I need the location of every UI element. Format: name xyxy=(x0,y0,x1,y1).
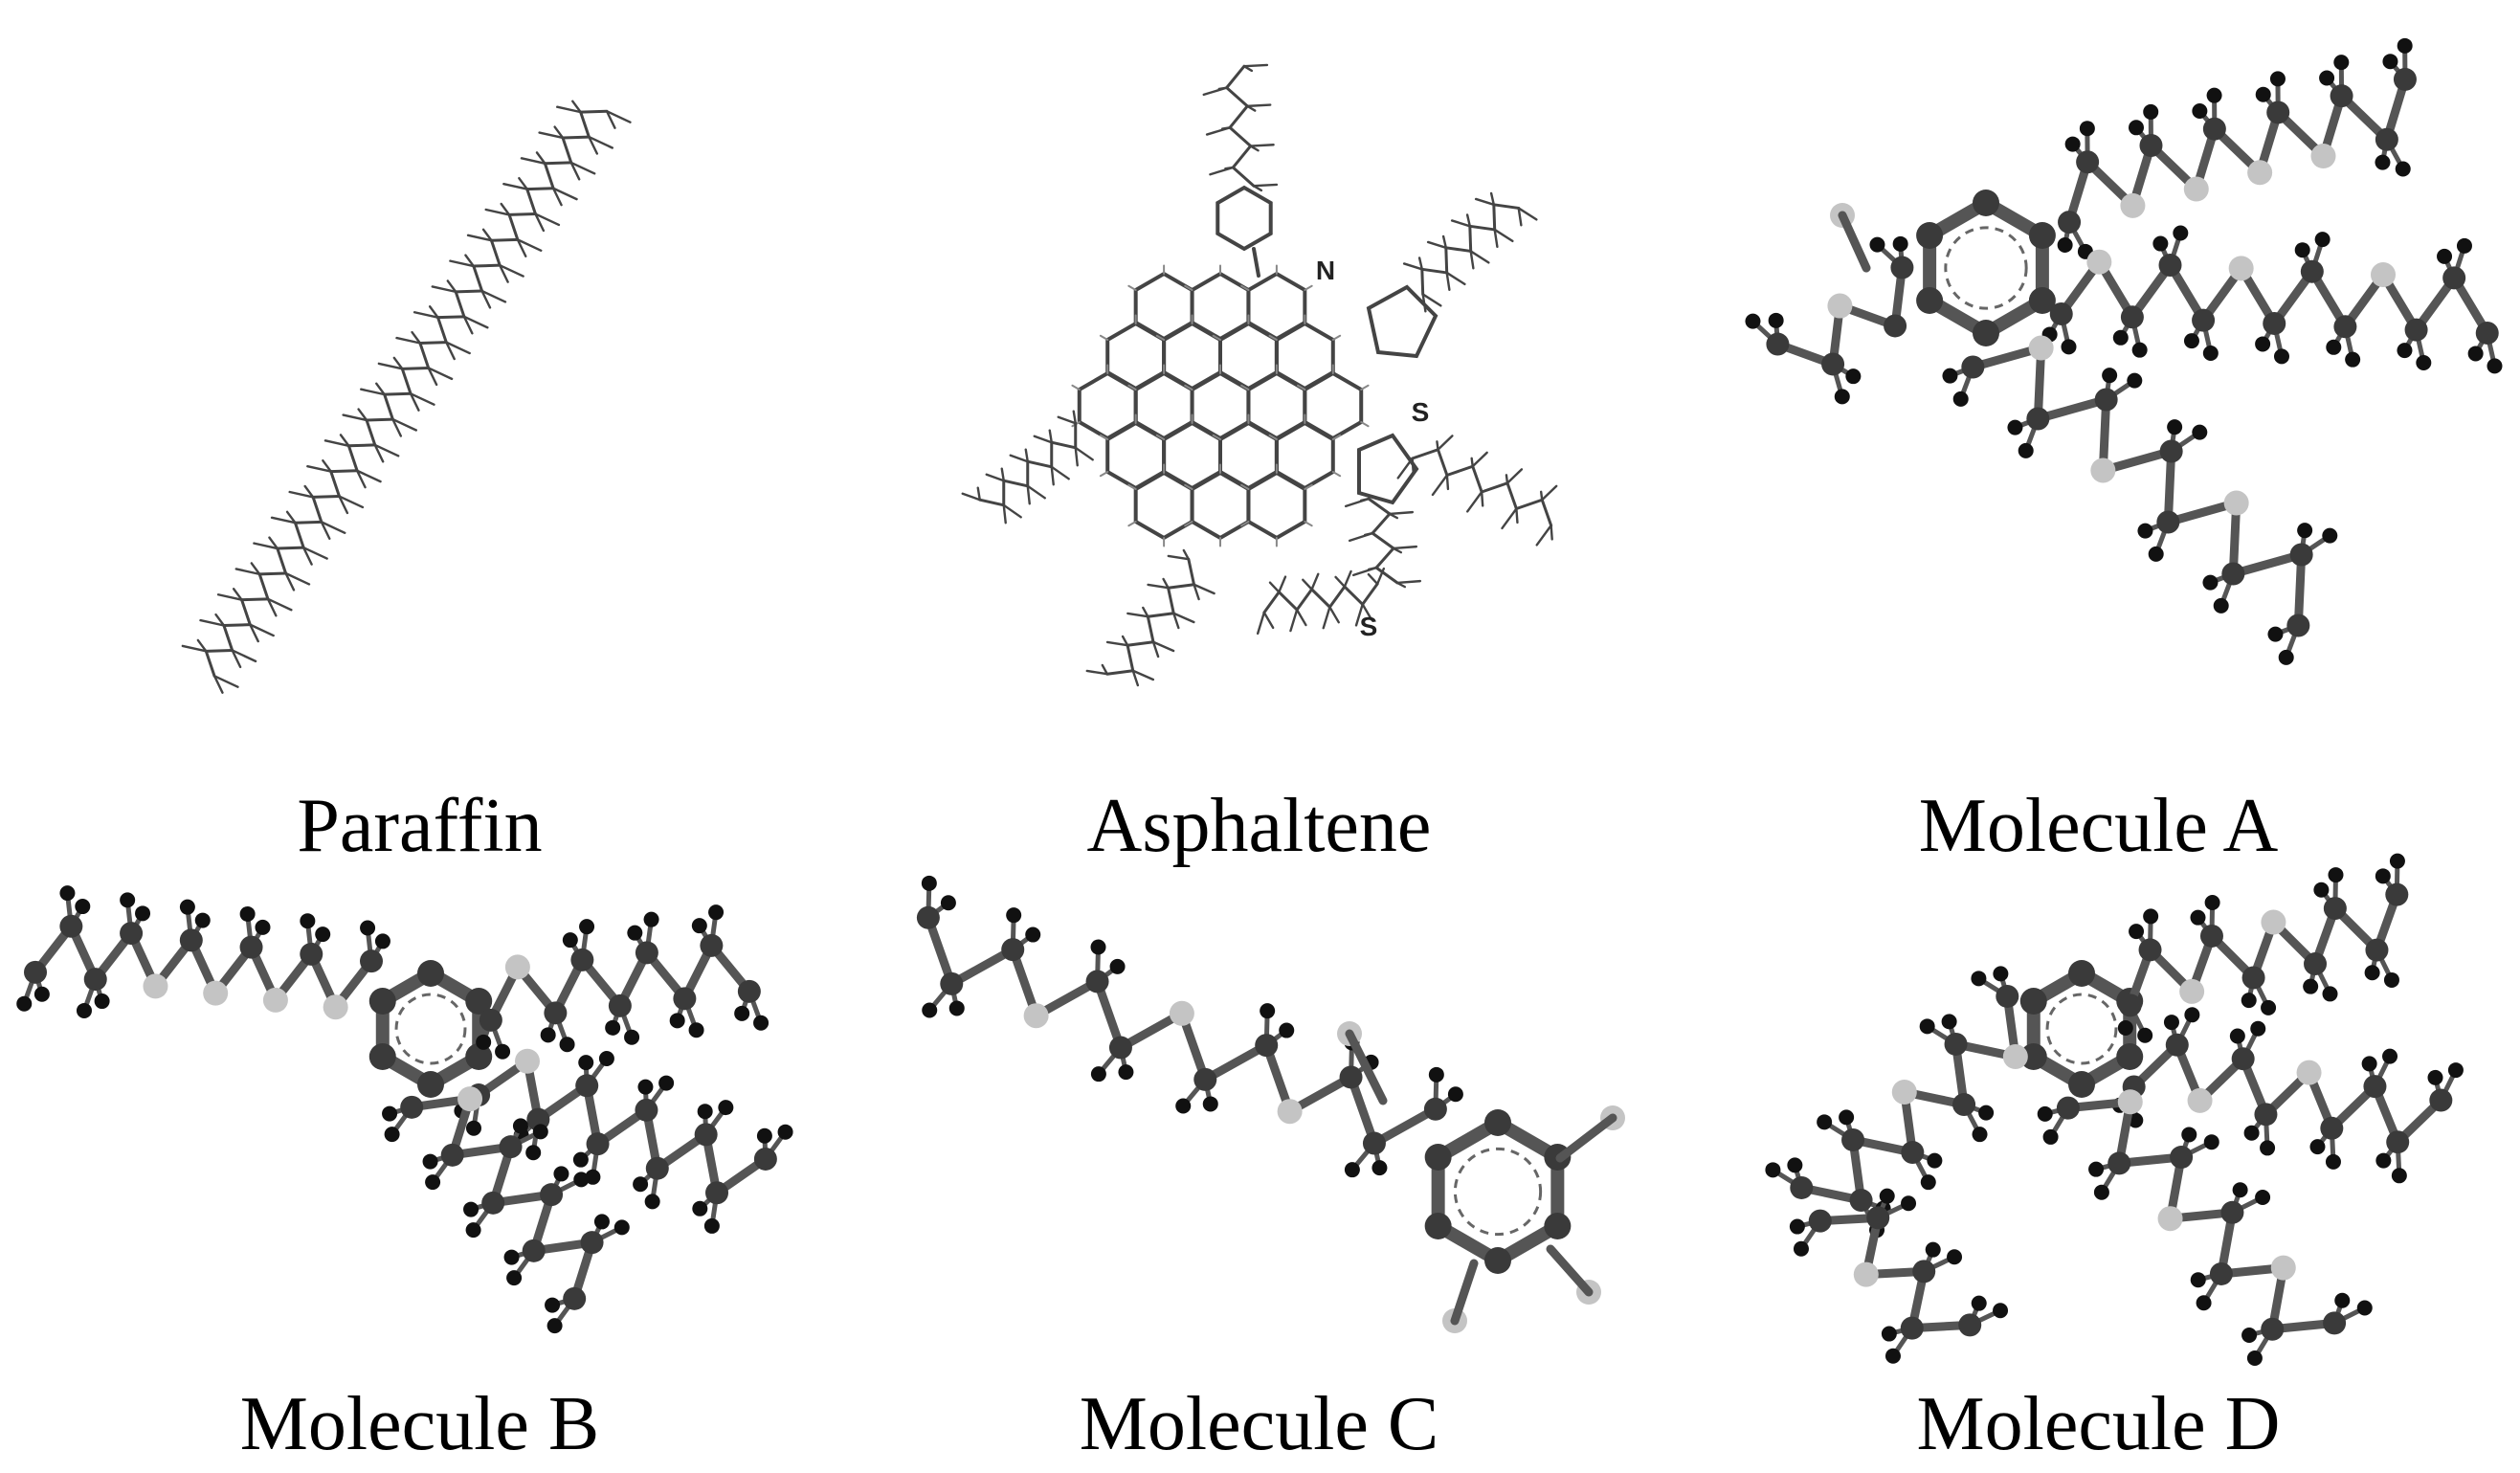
caption-asphaltene: Asphaltene xyxy=(839,780,1679,872)
molecule-b-structure xyxy=(16,885,792,1333)
molecule-d-structure xyxy=(1765,854,2464,1366)
asphaltene-structure: N S S xyxy=(963,65,1556,685)
atom-label: S xyxy=(1412,397,1430,427)
caption-molecule-b: Molecule B xyxy=(0,1378,839,1470)
atom-label: N xyxy=(1316,256,1335,285)
molecule-c-structure xyxy=(917,876,1625,1333)
caption-molecule-a: Molecule A xyxy=(1679,780,2518,872)
atom-label: S xyxy=(1360,612,1378,641)
paraffin-structure xyxy=(183,101,631,693)
caption-molecule-c: Molecule C xyxy=(839,1378,1679,1470)
caption-paraffin: Paraffin xyxy=(0,780,839,872)
molecule-a-structure xyxy=(1745,38,2502,665)
caption-molecule-d: Molecule D xyxy=(1679,1378,2518,1470)
